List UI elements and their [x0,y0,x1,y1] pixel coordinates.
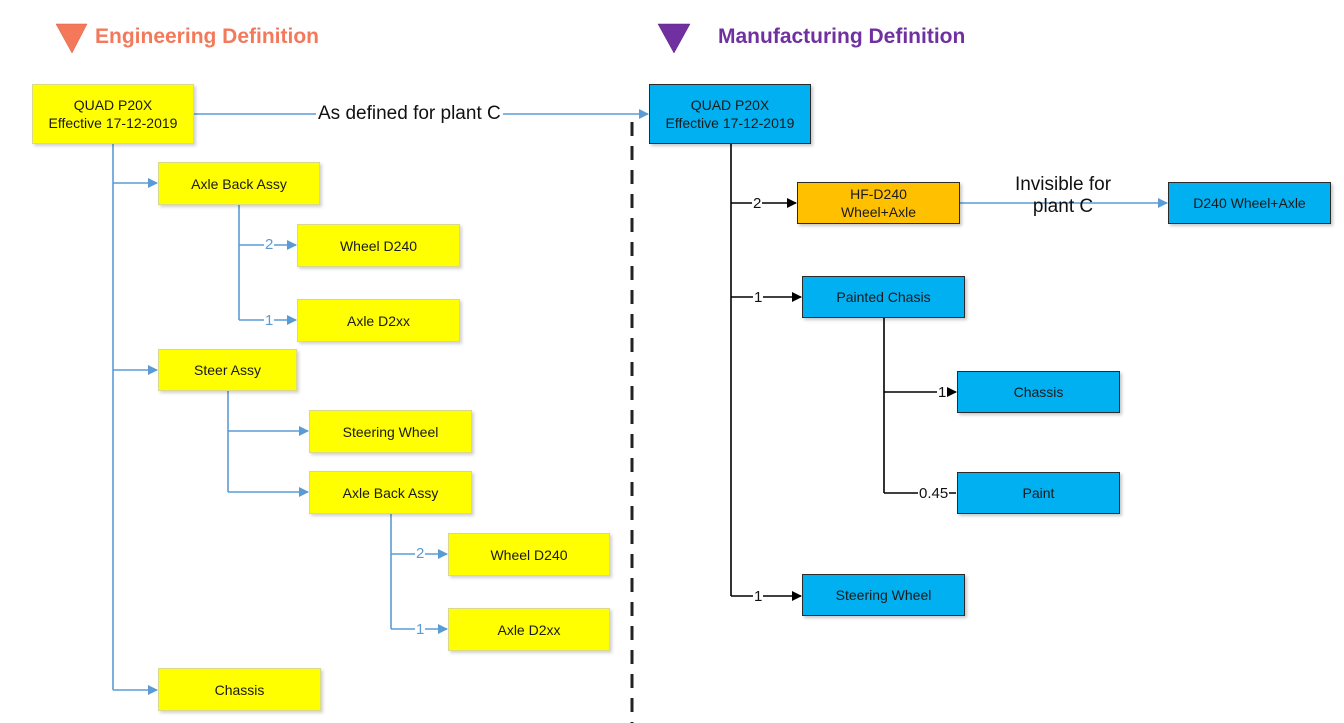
eng-node-wheel-d240[interactable]: Wheel D240 [297,224,460,267]
mfg-node-d240-wheel-axle[interactable]: D240 Wheel+Axle [1168,182,1331,224]
eng-node-steering-wheel[interactable]: Steering Wheel [309,410,472,453]
eng-node-chassis[interactable]: Chassis [158,668,321,711]
eng-node-axle-back-assy[interactable]: Axle Back Assy [158,162,320,205]
engineering-title: Engineering Definition [95,25,319,48]
manufacturing-title: Manufacturing Definition [718,25,966,48]
eng-node-axle-back-assy-2[interactable]: Axle Back Assy [309,471,472,514]
mfg-node-steering-wheel[interactable]: Steering Wheel [802,574,965,616]
mfg-node-hf-d240[interactable]: HF-D240 Wheel+Axle [797,182,960,224]
mfg-node-chassis[interactable]: Chassis [957,371,1120,413]
eng-node-axle-d2xx[interactable]: Axle D2xx [297,299,460,342]
eng-qty-axle-d2xx: 1 [264,312,275,329]
mfg-root-node[interactable]: QUAD P20X Effective 17-12-2019 [649,84,811,144]
eng-root-node[interactable]: QUAD P20X Effective 17-12-2019 [32,84,194,144]
mfg-node-paint[interactable]: Paint [957,472,1120,514]
manufacturing-triangle-icon [657,23,691,54]
mfg-node-painted-chasis[interactable]: Painted Chasis [802,276,965,318]
mfg-qty-hf-d240: 2 [752,195,763,212]
link-label-invisible: Invisible for plant C [1014,174,1112,217]
engineering-triangle-icon [55,23,88,54]
eng-node-steer-assy[interactable]: Steer Assy [158,349,297,391]
eng-qty-wheel-d240-2: 2 [415,545,426,562]
mfg-qty-paint: 0.45 [918,485,950,502]
eng-qty-axle-d2xx-2: 1 [415,621,426,638]
mfg-qty-steering-wheel: 1 [753,588,764,605]
eng-node-axle-d2xx-2[interactable]: Axle D2xx [448,608,610,651]
link-label-as-defined: As defined for plant C [316,103,503,125]
mfg-qty-painted-chasis: 1 [753,289,764,306]
eng-node-wheel-d240-2[interactable]: Wheel D240 [448,533,610,576]
mfg-qty-chassis: 1 [937,384,948,401]
eng-qty-wheel-d240: 2 [264,236,275,253]
